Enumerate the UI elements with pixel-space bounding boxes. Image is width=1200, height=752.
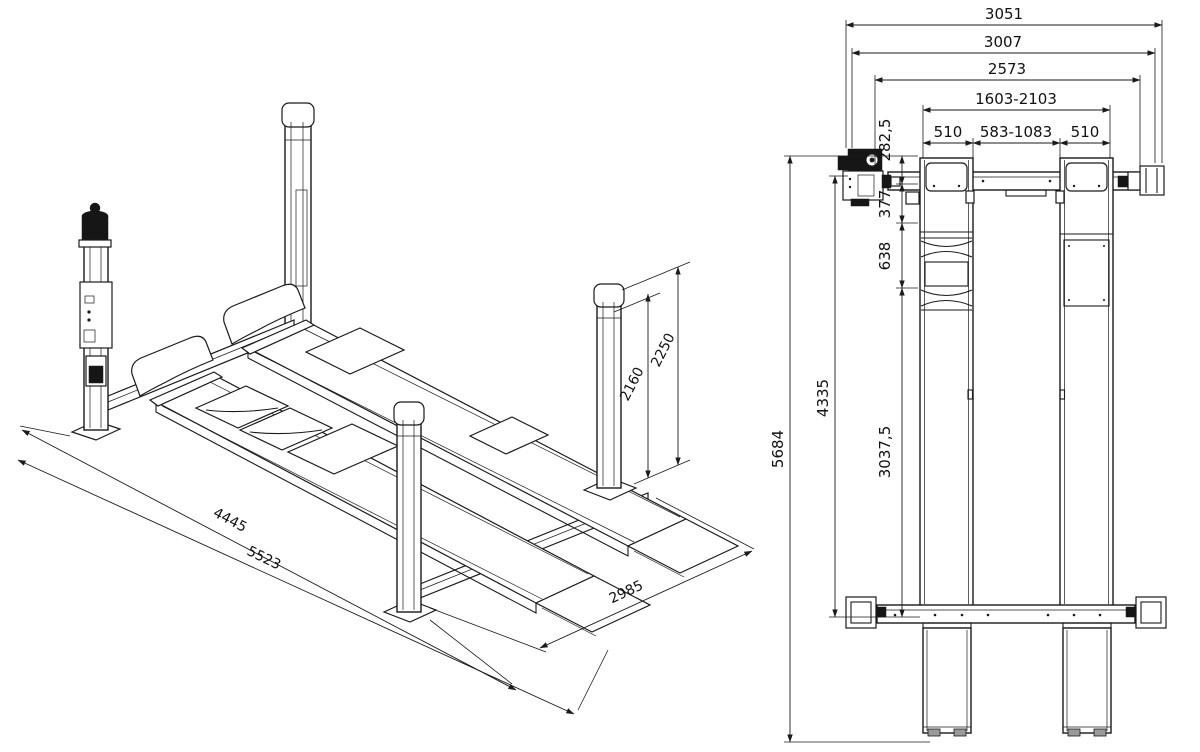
isometric-view: 2160 2250 4445 5523 2985 [17, 102, 755, 715]
dim-label-2573: 2573 [988, 60, 1026, 78]
dim-label-510-right: 510 [1071, 123, 1100, 141]
control-box [79, 281, 113, 349]
dim-label-3051: 3051 [985, 5, 1023, 23]
plan-post-top-right [1117, 165, 1165, 196]
plan-ramp-right [1062, 622, 1112, 737]
plan-dims-left: 5684 4335 282,5 377 638 3037,5 [769, 119, 930, 743]
jack-plate-zone [920, 231, 973, 311]
plan-post-bottom-right [1125, 596, 1167, 629]
dim-label-510-left: 510 [934, 123, 963, 141]
wheel-stop-right [223, 283, 316, 355]
dim-label-282-5: 282,5 [876, 119, 894, 162]
wheel-stop-left [131, 335, 224, 407]
dim-label-583-1083: 583-1083 [980, 123, 1052, 141]
plan-crossbeam-bottom [876, 604, 1136, 624]
dim-label-4445: 4445 [210, 505, 249, 536]
plan-runway-left [905, 157, 975, 607]
plan-ramp-left [922, 622, 972, 737]
dim-label-5523: 5523 [244, 543, 283, 573]
dim-label-5684: 5684 [769, 430, 787, 468]
wheel-stop-plate-right [1065, 162, 1108, 192]
dim-label-2160: 2160 [617, 365, 647, 404]
plan-dims-top: 3051 3007 2573 1603-2103 510 583-1083 51… [845, 5, 1163, 168]
post-rear-left [270, 102, 328, 361]
recess-plate [1063, 239, 1110, 307]
dim-label-638: 638 [876, 242, 894, 271]
dim-label-1603-2103: 1603-2103 [975, 90, 1057, 108]
dim-label-3007: 3007 [984, 33, 1022, 51]
dim-label-2250: 2250 [648, 331, 678, 370]
dim-label-377: 377 [876, 190, 894, 219]
lock-box [85, 355, 107, 387]
dim-label-3037-5: 3037,5 [876, 426, 894, 479]
plan-view: 3051 3007 2573 1603-2103 510 583-1083 51… [769, 5, 1167, 743]
plan-motor-unit [837, 148, 901, 207]
plan-post-bottom-left [845, 596, 887, 629]
wheel-stop-plate-left [925, 162, 968, 192]
post-rear-right [582, 283, 638, 501]
dim-label-4335: 4335 [814, 379, 832, 417]
motor-unit [78, 202, 112, 248]
plan-runway-right [1055, 157, 1114, 607]
